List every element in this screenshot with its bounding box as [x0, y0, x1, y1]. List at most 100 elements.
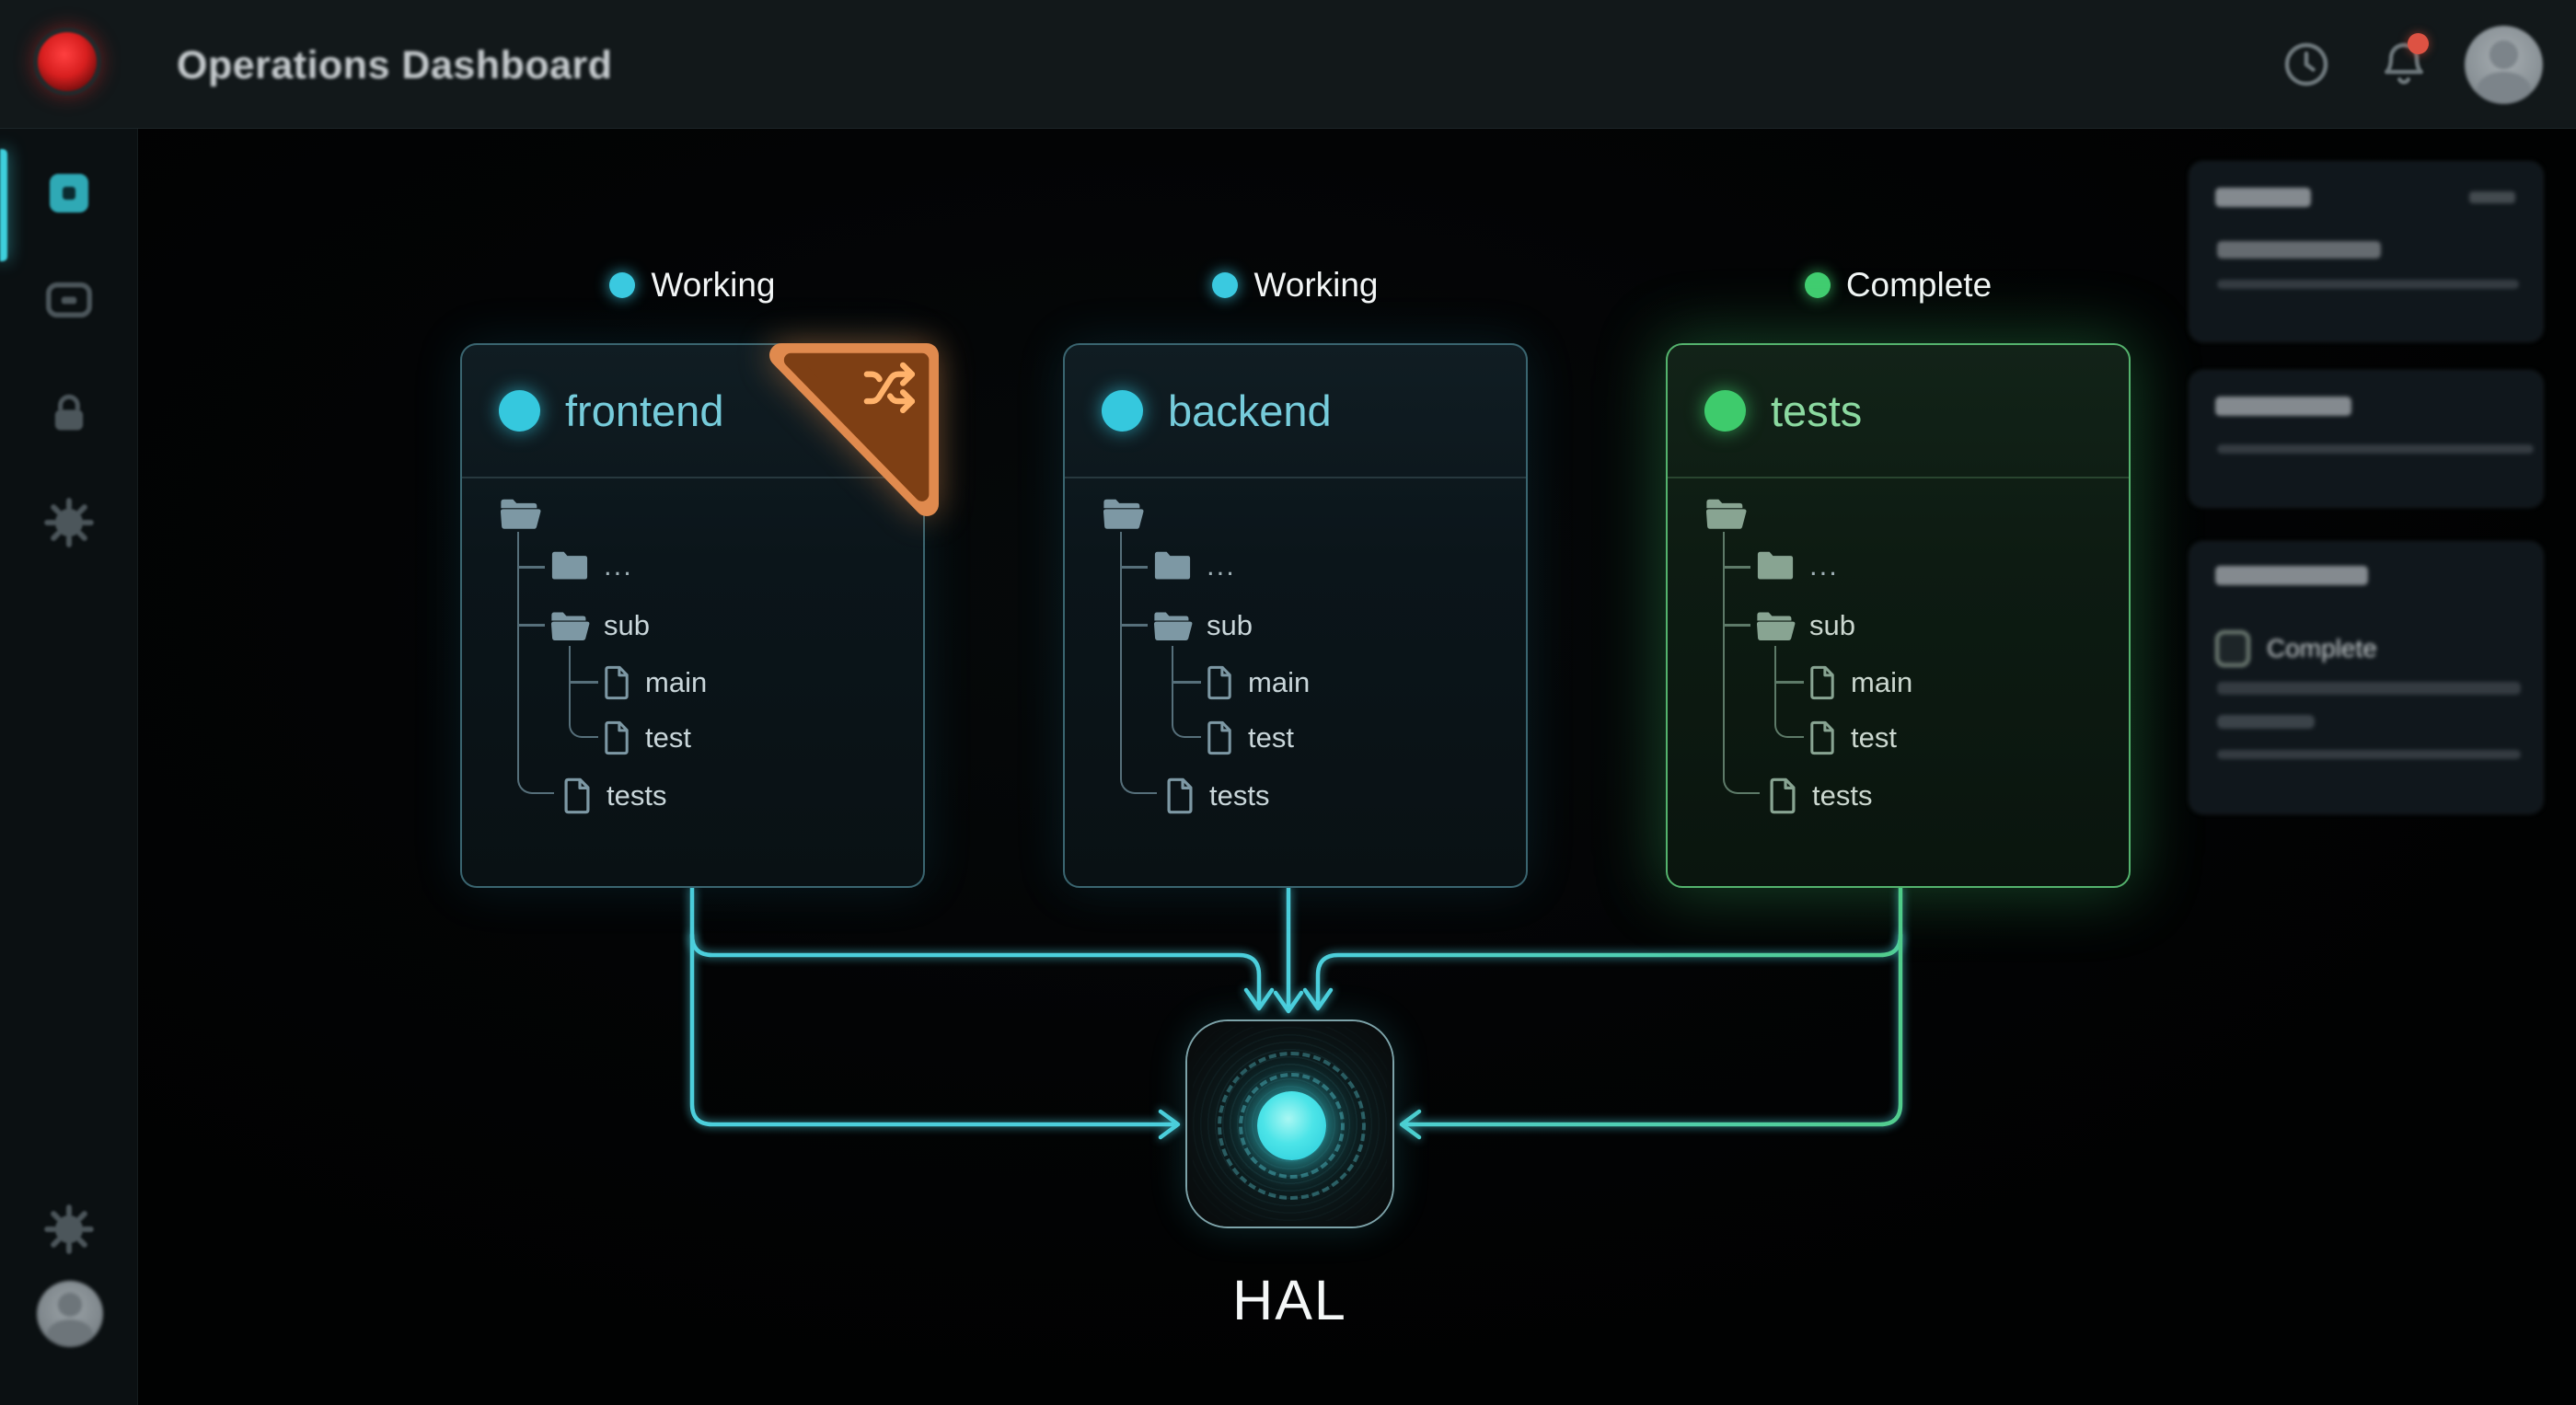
- tree-stub: [1122, 566, 1148, 569]
- hal-label: HAL: [1232, 1269, 1347, 1331]
- tree-row-root[interactable]: [499, 493, 555, 534]
- card-line-skeleton: [2217, 280, 2519, 289]
- agent-name: frontend: [565, 386, 724, 435]
- card-line-skeleton: [2217, 750, 2521, 759]
- avatar-silhouette: [2477, 72, 2531, 104]
- arrowhead-left-into-hal: [1399, 1109, 1422, 1140]
- arrowhead-down-center: [1273, 990, 1304, 1014]
- agent-panel-backend[interactable]: backend ... sub main: [1063, 343, 1528, 888]
- tree-row-test[interactable]: test: [1808, 718, 1897, 758]
- tree-row-sub[interactable]: sub: [1152, 605, 1253, 646]
- card-bar-skeleton: [2217, 715, 2315, 729]
- gear-icon[interactable]: [43, 497, 95, 548]
- card-line-skeleton: [2217, 682, 2521, 695]
- file-tree: ... sub main test tests: [1065, 478, 1526, 888]
- agent-dot: [1704, 390, 1746, 432]
- arrowhead-down-right: [1302, 987, 1334, 1011]
- dashboard-grid-icon[interactable]: [43, 167, 95, 219]
- tree-stub: [1725, 624, 1750, 627]
- user-avatar[interactable]: [2465, 26, 2543, 104]
- agent-dot: [499, 390, 540, 432]
- tree-row-main[interactable]: main: [1205, 662, 1310, 703]
- column-backend: Working backend ...: [1063, 266, 1528, 888]
- tree-row-test[interactable]: test: [602, 718, 691, 758]
- handoff-badge[interactable]: [767, 340, 941, 521]
- tree-row-sub[interactable]: sub: [1755, 605, 1855, 646]
- status-label: Working: [1253, 266, 1379, 304]
- column-frontend: Working frontend: [460, 266, 939, 888]
- status-tests: Complete: [1666, 266, 2131, 304]
- tree-row-test[interactable]: test: [1205, 718, 1294, 758]
- avatar-silhouette: [2489, 40, 2518, 69]
- info-card-1[interactable]: [2189, 161, 2544, 342]
- tree-row-root[interactable]: [1704, 493, 1761, 534]
- shuffle-icon: [863, 362, 916, 414]
- agent-dot: [1102, 390, 1143, 432]
- active-indicator-bar: [0, 149, 7, 261]
- tree-branch-line: [569, 646, 598, 738]
- card-status-label: Complete: [2267, 634, 2377, 662]
- tree-row-main[interactable]: main: [602, 662, 707, 703]
- info-card-2[interactable]: [2189, 370, 2544, 508]
- card-line-skeleton: [2217, 444, 2534, 454]
- hal-core-eye: [1257, 1091, 1326, 1160]
- hal-ring-outer: [1218, 1052, 1366, 1200]
- app-logo-red-orb-icon[interactable]: [33, 28, 101, 96]
- status-backend: Working: [1063, 266, 1528, 304]
- arrowhead-down-left: [1243, 987, 1275, 1011]
- tree-stub: [1122, 624, 1148, 627]
- tree-stub: [519, 624, 545, 627]
- status-label: Working: [651, 266, 776, 304]
- info-card-3[interactable]: Complete: [2189, 541, 2544, 814]
- card-heading-skeleton: [2215, 566, 2368, 585]
- hal-node[interactable]: [1185, 1019, 1394, 1228]
- tree-row-tests[interactable]: tests: [1767, 776, 1872, 816]
- tree-row-root[interactable]: [1102, 493, 1158, 534]
- agent-name: backend: [1168, 386, 1332, 435]
- tree-row-tests[interactable]: tests: [561, 776, 666, 816]
- terminal-card-icon[interactable]: [43, 274, 95, 326]
- top-bar: Operations Dashboard: [0, 0, 2576, 129]
- lock-icon[interactable]: [43, 388, 95, 440]
- tree-row-ellipsis[interactable]: ...: [1152, 546, 1236, 586]
- wire-frontend-to-hal-side: [689, 885, 1175, 1127]
- tree-trunk-line: [1723, 532, 1760, 794]
- tree-stub: [1725, 566, 1750, 569]
- tree-trunk-line: [517, 532, 554, 794]
- status-dot-working: [1212, 272, 1239, 298]
- agent-panel-frontend[interactable]: frontend ... sub mai: [460, 343, 939, 888]
- wire-tests-to-hal-side: [1402, 885, 1903, 1127]
- card-heading-skeleton: [2215, 397, 2351, 416]
- tree-row-ellipsis[interactable]: ...: [1755, 546, 1839, 586]
- clock-icon[interactable]: [2281, 39, 2332, 90]
- notification-dot: [2408, 33, 2429, 54]
- hal-ring-inner: [1239, 1073, 1345, 1179]
- tree-row-tests[interactable]: tests: [1164, 776, 1269, 816]
- wire-tests-to-hal-top: [1315, 932, 1903, 1008]
- status-dot-working: [609, 272, 636, 298]
- status-frontend: Working: [460, 266, 925, 304]
- status-dot-complete: [1804, 272, 1831, 298]
- tree-stub: [1776, 681, 1804, 684]
- settings-gear-icon[interactable]: [43, 1203, 95, 1255]
- tree-branch-line: [1774, 646, 1804, 738]
- user-avatar[interactable]: [37, 1281, 103, 1347]
- tree-row-ellipsis[interactable]: ...: [549, 546, 633, 586]
- file-tree: ... sub main test tests: [1668, 478, 2129, 888]
- tree-stub: [519, 566, 545, 569]
- agent-panel-tests[interactable]: tests ... sub main: [1666, 343, 2131, 888]
- status-label: Complete: [1845, 266, 1993, 304]
- tree-stub: [1173, 681, 1201, 684]
- panel-header: backend: [1065, 345, 1526, 478]
- avatar-silhouette: [58, 1293, 82, 1317]
- tree-row-main[interactable]: main: [1808, 662, 1912, 703]
- tree-row-sub[interactable]: sub: [549, 605, 650, 646]
- checkbox-icon[interactable]: [2215, 630, 2250, 667]
- sidebar: [0, 129, 138, 1405]
- card-heading-skeleton: [2215, 188, 2311, 207]
- file-tree: ... sub main test tests: [462, 478, 923, 888]
- wire-frontend-to-hal-top: [689, 932, 1262, 1008]
- avatar-silhouette: [47, 1319, 93, 1347]
